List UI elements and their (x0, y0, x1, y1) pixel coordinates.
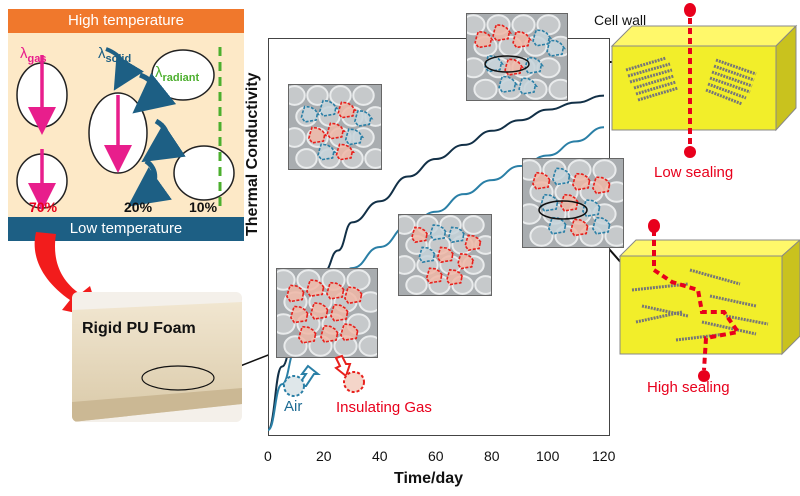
heat-transfer-panel: High temperature λgas λsolid λradiant 70… (8, 9, 244, 241)
lambda-gas-label: λgas (20, 45, 47, 65)
x-axis-label: Time/day (394, 470, 464, 487)
x-tick-labels: 0 20 40 60 80 100 120 (0, 448, 800, 468)
x-tick-label: 100 (536, 448, 560, 464)
foam-cell-image-1 (288, 84, 382, 170)
gas-percent: 70% (29, 199, 58, 215)
lambda-radiant-label: λradiant (155, 64, 200, 84)
y-axis-label: Thermal Conductivity (244, 72, 261, 236)
foam-cell-image-2 (276, 268, 378, 358)
high-sealing-path (652, 230, 742, 371)
foam-cell-image-3 (398, 214, 492, 296)
x-tick-label: 0 (264, 448, 272, 464)
x-tick-label: 40 (372, 448, 388, 464)
foam-label: Rigid PU Foam (82, 320, 196, 337)
high-sealing-label: High sealing (647, 379, 730, 396)
cell-wall-label: Cell wall (594, 12, 647, 28)
x-tick-label: 80 (484, 448, 500, 464)
foam-cell-image-5 (522, 158, 624, 248)
heat-transfer-diagram (16, 47, 235, 211)
x-tick-label: 60 (428, 448, 444, 464)
rigid-foam-photo: Rigid PU Foam (72, 292, 242, 422)
low-sealing-fillers (625, 56, 757, 106)
lambda-solid-label: λsolid (98, 45, 132, 65)
air-bubble (283, 375, 305, 397)
insulating-gas-label: Insulating Gas (336, 399, 432, 416)
x-tick-label: 20 (316, 448, 332, 464)
cell-wall-blocks (610, 3, 800, 382)
high-temperature-bar: High temperature (8, 9, 244, 33)
gas-exchange-arrows (283, 354, 365, 397)
high-sealing-fillers (631, 268, 769, 342)
gas-bubble (343, 371, 365, 393)
gas-arrow (334, 354, 352, 378)
air-label: Air (284, 398, 303, 415)
solid-percent: 20% (124, 199, 153, 215)
x-tick-label: 120 (592, 448, 616, 464)
foam-cell-image-4 (466, 13, 568, 101)
low-sealing-label: Low sealing (654, 164, 734, 181)
radiant-percent: 10% (189, 199, 218, 215)
